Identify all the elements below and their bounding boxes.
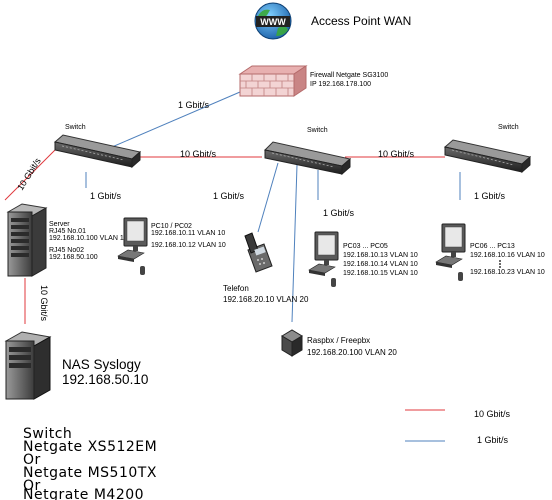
switch-models-line-6: Netgrate M4200 xyxy=(23,487,144,500)
link-switch2-phone xyxy=(257,162,279,233)
link-label-sw1-server: 10 Gbit/s xyxy=(15,156,43,192)
pc-group-1-title: PC10 / PC02 xyxy=(151,223,192,230)
pc-3-icon xyxy=(435,223,466,281)
pc-group-2-ip1: 192.168.10.13 VLAN 10 xyxy=(343,252,418,259)
pc-group-2-title: PC03 ... PC05 xyxy=(343,243,388,250)
legend-blue-label: 1 Gbit/s xyxy=(477,435,509,445)
link-label-sw1-pc: 1 Gbit/s xyxy=(90,191,122,201)
server-tower-icon xyxy=(6,203,48,277)
switch-2-icon xyxy=(263,141,352,176)
pc-1-icon xyxy=(117,217,148,275)
firewall-ip: IP 192.168.178.100 xyxy=(310,81,371,88)
pc-group-3-title: PC06 ... PC13 xyxy=(470,243,515,250)
link-label-sw3-pc: 1 Gbit/s xyxy=(474,191,506,201)
switch-models-note: Switch Netgate XS512EM Or Netgate MS510T… xyxy=(23,426,157,500)
switch3-label: Switch xyxy=(498,124,519,131)
link-label-sw2-phone: 1 Gbit/s xyxy=(213,191,245,201)
pc-group-1-ip1: 192.168.10.11 VLAN 10 xyxy=(151,230,225,237)
pc-2-icon xyxy=(308,231,339,287)
link-switch1-server xyxy=(4,149,56,201)
switch-models-line-1: Switch xyxy=(23,426,72,442)
link-label-server-nas: 10 Gbit/s xyxy=(39,285,49,322)
pc-group-2-ip2: 192.168.10.14 VLAN 10 xyxy=(343,261,418,268)
pc-group-2-ip3: 192.168.10.15 VLAN 10 xyxy=(343,270,418,277)
link-label-sw2-pc: 1 Gbit/s xyxy=(323,208,355,218)
legend: 10 Gbit/s 1 Gbit/s xyxy=(405,409,511,445)
firewall-name: Firewall Netgate SG3100 xyxy=(310,72,388,79)
switch-models-line-4: Netgate MS510TX xyxy=(23,465,157,481)
server-title: Server xyxy=(49,221,70,228)
link-label-sw2-sw3: 10 Gbit/s xyxy=(378,149,415,159)
pc-group-3-ip2: 192.168.10.23 VLAN 10 xyxy=(470,269,545,276)
server-ip1: 192.168.10.100 VLAN 10 xyxy=(49,235,128,242)
wan-label: Access Point WAN xyxy=(311,14,411,28)
firewall-icon xyxy=(238,65,308,97)
raspbx-title: Raspbx / Freepbx xyxy=(307,336,370,345)
switch-1-icon xyxy=(53,134,142,169)
nas-ip: 192.168.50.10 xyxy=(62,372,148,387)
phone-ip: 192.168.20.10 VLAN 20 xyxy=(223,295,309,304)
switch-3-icon xyxy=(443,139,532,174)
connections xyxy=(4,91,461,324)
phone-title: Telefon xyxy=(223,284,249,293)
link-label-sw1-sw2: 10 Gbit/s xyxy=(180,149,217,159)
switch-models-line-2: Netgate XS512EM xyxy=(23,439,157,455)
legend-red-label: 10 Gbit/s xyxy=(474,409,511,419)
ellipsis-dots-icon xyxy=(499,260,501,268)
server-port2: RJ45 No02 xyxy=(49,247,84,254)
link-switch2-raspbx xyxy=(291,164,298,323)
nas-tower-icon xyxy=(4,331,52,400)
switch-models-line-3: Or xyxy=(23,452,41,468)
switch2-label: Switch xyxy=(307,127,328,134)
pc-group-3-ip1: 192.168.10.16 VLAN 10 xyxy=(470,252,545,259)
nas-title: NAS Syslogy xyxy=(62,357,141,372)
phone-icon xyxy=(244,232,273,273)
raspbx-ip: 192.168.20.100 VLAN 20 xyxy=(307,348,397,357)
link-firewall-switch xyxy=(104,91,241,151)
pc-group-1-ip2: 192.168.10.12 VLAN 10 xyxy=(151,242,226,249)
www-globe-icon: WWW xyxy=(254,2,292,40)
raspbx-box-icon xyxy=(281,329,303,357)
svg-text:WWW: WWW xyxy=(260,17,286,27)
server-port1: RJ45 No.01 xyxy=(49,228,86,235)
server-ip2: 192.168.50.100 xyxy=(49,254,98,261)
link-label-fw-switch: 1 Gbit/s xyxy=(178,100,210,110)
switch-models-line-5: Or xyxy=(23,478,41,494)
switch1-label: Switch xyxy=(65,124,86,131)
